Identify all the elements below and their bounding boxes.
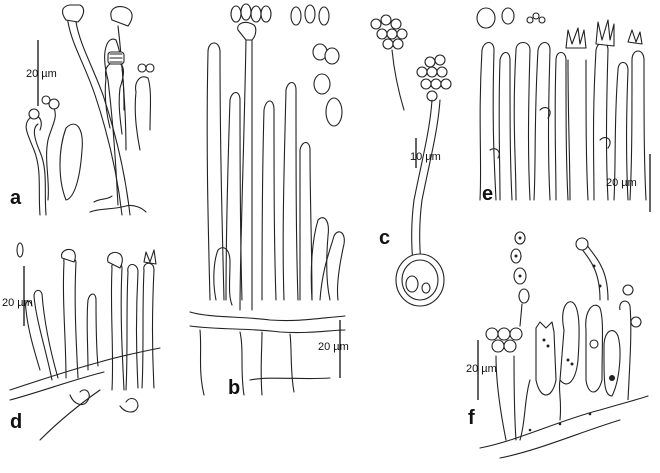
panel-label-f: f <box>468 407 475 429</box>
panel-e-drawing <box>476 7 647 201</box>
scale-label-e: 20 µm <box>606 177 637 189</box>
panel-a-drawing <box>25 4 155 216</box>
panel-f-drawing <box>479 231 649 459</box>
scale-bars <box>23 40 651 400</box>
panel-b-drawing <box>189 3 346 396</box>
scale-label-a: 20 µm <box>26 68 57 80</box>
panel-label-d: d <box>10 411 23 433</box>
panel-d-drawing <box>9 242 161 441</box>
scale-label-d: 20 µm <box>2 297 33 309</box>
scale-label-c: 10 µm <box>410 151 441 163</box>
panel-label-e: e <box>482 183 494 205</box>
scale-label-f: 20 µm <box>466 363 497 375</box>
panel-label-c: c <box>379 227 391 249</box>
panel-label-b: b <box>228 377 241 399</box>
panel-label-a: a <box>10 187 22 209</box>
scale-label-b: 20 µm <box>318 341 349 353</box>
panel-c-drawing <box>370 14 452 307</box>
